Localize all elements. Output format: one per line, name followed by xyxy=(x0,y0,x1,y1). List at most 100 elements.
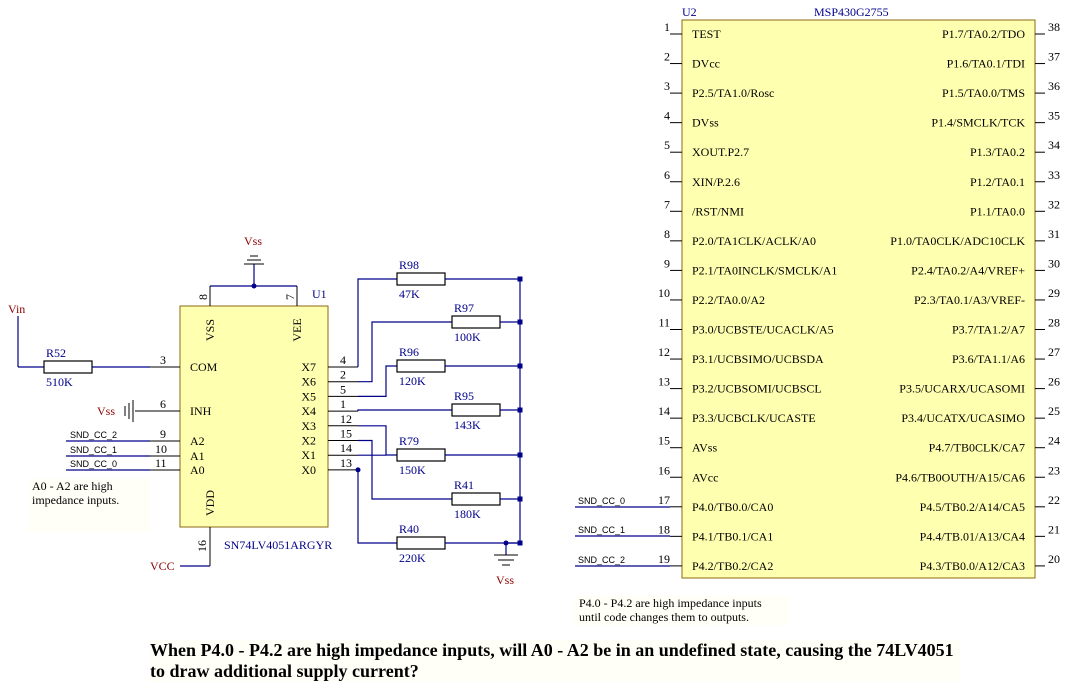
r97-value: 100K xyxy=(454,330,481,344)
net-label-snd-cc-1-u2: SND_CC_1 xyxy=(578,525,625,535)
u2-pin-22-label: P4.5/TB0.2/A14/CA5 xyxy=(920,500,1025,514)
u1-vss-label: VSS xyxy=(203,319,217,341)
u1-inh-label: INH xyxy=(190,404,212,418)
p4-note-line1: P4.0 - P4.2 are high impedance inputs xyxy=(579,596,762,610)
u2-pin-13-label: P3.2/UCBSOMI/UCBSCL xyxy=(692,382,822,396)
r79-body xyxy=(396,448,446,462)
question-text: When P4.0 - P4.2 are high impedance inpu… xyxy=(150,640,960,682)
u1-pin-8-num: 8 xyxy=(196,294,210,300)
resistor-network: R9847KR97100KR96120KR95143KR79150KR41180… xyxy=(355,258,523,565)
u2-pin-23-num: 23 xyxy=(1048,463,1060,477)
u1-pin-2-num: 2 xyxy=(340,368,346,382)
a0-note-line2: impedance inputs. xyxy=(32,493,119,507)
u1-x3-label: X3 xyxy=(301,419,316,433)
u2-pin-28-label: P3.7/TA1.2/A7 xyxy=(952,323,1025,337)
u2-pin-29-label: P2.3/TA0.1/A3/VREF- xyxy=(914,293,1025,307)
vss-top-label: Vss xyxy=(244,234,262,248)
u2-pin-27-num: 27 xyxy=(1048,345,1060,359)
r95-ref: R95 xyxy=(454,389,474,403)
u2-pin-33-num: 33 xyxy=(1048,168,1060,182)
net-label-snd-cc-2-u1: SND_CC_2 xyxy=(70,430,117,440)
u2-pin-9-num: 9 xyxy=(664,256,670,270)
u2-pin-13-num: 13 xyxy=(658,375,670,389)
u2-pin-15-label: AVss xyxy=(692,441,717,455)
u1-pin-9-num: 9 xyxy=(160,427,166,441)
u1-part-number: SN74LV4051ARGYR xyxy=(224,538,332,552)
u2-pin-15-num: 15 xyxy=(658,434,670,448)
u2-pin-37-label: P1.6/TA0.1/TDI xyxy=(947,57,1025,71)
u2-pin-21-label: P4.4/TB.01/A13/CA4 xyxy=(920,529,1025,543)
u2-pin-36-label: P1.5/TA0.0/TMS xyxy=(942,86,1025,100)
u2-pin-5-label: XOUT.P2.7 xyxy=(692,145,749,159)
x0-junction xyxy=(355,467,361,473)
vcc-label: VCC xyxy=(150,559,175,573)
u2-pin-24-num: 24 xyxy=(1048,434,1060,448)
r98-value: 47K xyxy=(399,287,420,301)
r95-body xyxy=(451,403,501,417)
u2-right-pins: 38P1.7/TA0.2/TDO37P1.6/TA0.1/TDI36P1.5/T… xyxy=(890,20,1060,573)
u1-pin-3-num: 3 xyxy=(160,353,166,367)
u2-pin-38-label: P1.7/TA0.2/TDO xyxy=(942,27,1025,41)
r98-ref: R98 xyxy=(399,258,419,272)
u2-pin-10-num: 10 xyxy=(658,286,670,300)
u2-pin-19-label: P4.2/TB0.2/CA2 xyxy=(692,559,773,573)
u2-pin-28-num: 28 xyxy=(1048,316,1060,330)
u2-pin-33-label: P1.2/TA0.1 xyxy=(970,175,1025,189)
u2-pin-5-num: 5 xyxy=(664,138,670,152)
r52-ref: R52 xyxy=(46,346,66,360)
u2-pin-20-num: 20 xyxy=(1048,552,1060,566)
net-label-snd-cc-1-u1: SND_CC_1 xyxy=(70,445,117,455)
r40-ref: R40 xyxy=(399,522,419,536)
r79-ref: R79 xyxy=(399,434,419,448)
u1-pin-15-num: 15 xyxy=(340,427,352,441)
u1-vdd-label: VDD xyxy=(203,490,217,516)
u2-pin-35-label: P1.4/SMCLK/TCK xyxy=(931,116,1025,130)
u2-part-number: MSP430G2755 xyxy=(814,5,889,19)
u2-pin-8-num: 8 xyxy=(664,227,670,241)
u2-pin-27-label: P3.6/TA1.1/A6 xyxy=(952,352,1025,366)
u2-pin-7-num: 7 xyxy=(664,197,670,211)
u2-pin-22-num: 22 xyxy=(1048,493,1060,507)
vss-bottom-label: Vss xyxy=(496,573,514,587)
u1-x6-label: X6 xyxy=(301,375,316,389)
r41-ref: R41 xyxy=(454,478,474,492)
vss-inh-label: Vss xyxy=(97,404,115,418)
p4-note-line2: until code changes them to outputs. xyxy=(579,610,749,624)
u1-com-label: COM xyxy=(190,360,218,374)
net-label-snd-cc-0-u2: SND_CC_0 xyxy=(578,496,625,506)
u2-pin-3-label: P2.5/TA1.0/Rosc xyxy=(692,86,774,100)
r95-value: 143K xyxy=(454,418,481,432)
u2-pin-21-num: 21 xyxy=(1048,522,1060,536)
r96-value: 120K xyxy=(399,374,426,388)
u1-pin-10-num: 10 xyxy=(155,442,167,456)
r96-body xyxy=(396,359,446,373)
u1-a0-label: A0 xyxy=(190,463,205,477)
u2-pin-25-num: 25 xyxy=(1048,404,1060,418)
u2-pin-34-num: 34 xyxy=(1048,138,1060,152)
u2-pin-16-num: 16 xyxy=(658,463,670,477)
u2-pin-34-label: P1.3/TA0.2 xyxy=(970,145,1025,159)
u2-pin-32-num: 32 xyxy=(1048,197,1060,211)
r41-input-wire xyxy=(358,439,452,500)
vin-label: Vin xyxy=(8,302,25,316)
r52-body xyxy=(43,360,93,374)
u1-pin-12-num: 12 xyxy=(340,412,352,426)
r98-body xyxy=(396,272,446,286)
u2-pin-4-label: DVss xyxy=(692,116,719,130)
u2-pin-7-label: /RST/NMI xyxy=(692,204,744,218)
r96-ref: R96 xyxy=(399,345,419,359)
u1-x7-label: X7 xyxy=(301,360,316,374)
u1-pin-13-num: 13 xyxy=(340,456,352,470)
u2-pin-6-num: 6 xyxy=(664,168,670,182)
u2-pin-20-label: P4.3/TB0.0/A12/CA3 xyxy=(920,559,1025,573)
u2-body xyxy=(681,19,1036,579)
u2-pin-1-num: 1 xyxy=(664,20,670,34)
u1-pin-1-num: 1 xyxy=(340,397,346,411)
u2-pin-18-num: 18 xyxy=(658,522,670,536)
r40-input-wire xyxy=(357,469,397,544)
net-label-snd-cc-2-u2: SND_CC_2 xyxy=(578,555,625,565)
r52-value: 510K xyxy=(46,375,73,389)
u2-pin-32-label: P1.1/TA0.0 xyxy=(970,204,1025,218)
